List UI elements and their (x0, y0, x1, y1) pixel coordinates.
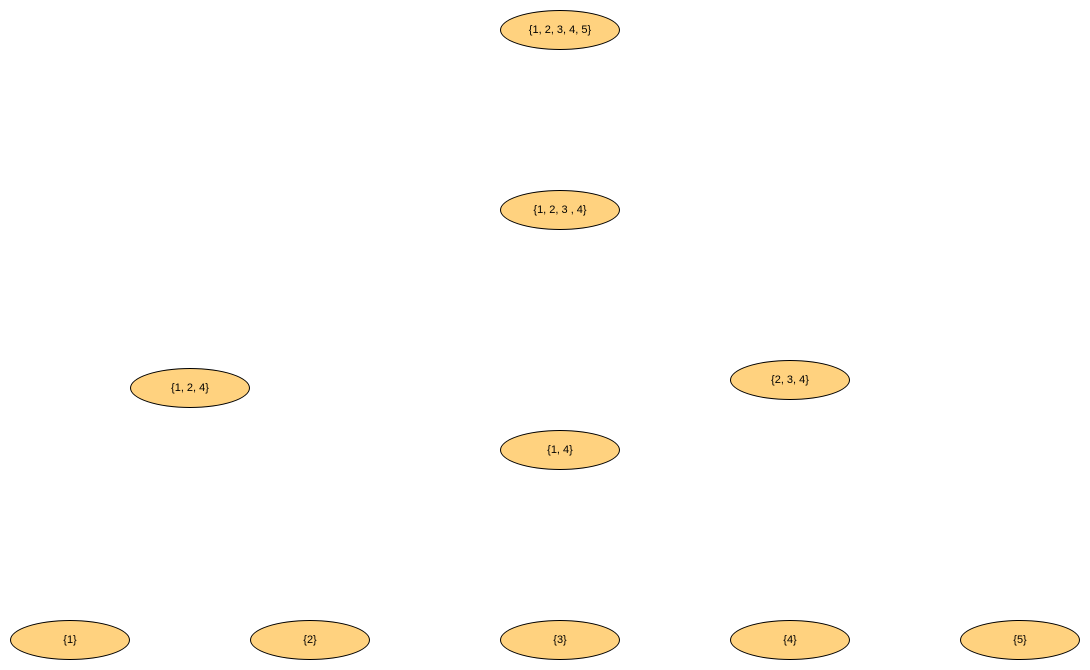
node-set-1-2-3-4[interactable]: {1, 2, 3 , 4} (500, 190, 620, 230)
node-label: {3} (553, 634, 567, 646)
node-label: {1, 2, 3 , 4} (533, 204, 587, 216)
node-set-4[interactable]: {4} (730, 620, 850, 660)
node-label: {1} (63, 634, 77, 646)
node-label: {1, 2, 4} (171, 382, 209, 394)
node-set-1-2-3-4-5[interactable]: {1, 2, 3, 4, 5} (500, 10, 620, 50)
node-set-2-3-4[interactable]: {2, 3, 4} (730, 360, 850, 400)
node-label: {1, 4} (547, 444, 573, 456)
node-set-3[interactable]: {3} (500, 620, 620, 660)
node-set-2[interactable]: {2} (250, 620, 370, 660)
node-label: {1, 2, 3, 4, 5} (528, 24, 592, 36)
node-label: {2} (303, 634, 317, 646)
node-set-1-4[interactable]: {1, 4} (500, 430, 620, 470)
node-set-5[interactable]: {5} (960, 620, 1080, 660)
node-set-1[interactable]: {1} (10, 620, 130, 660)
node-label: {2, 3, 4} (771, 374, 809, 386)
node-label: {5} (1013, 634, 1027, 646)
node-label: {4} (783, 634, 797, 646)
node-set-1-2-4[interactable]: {1, 2, 4} (130, 368, 250, 408)
